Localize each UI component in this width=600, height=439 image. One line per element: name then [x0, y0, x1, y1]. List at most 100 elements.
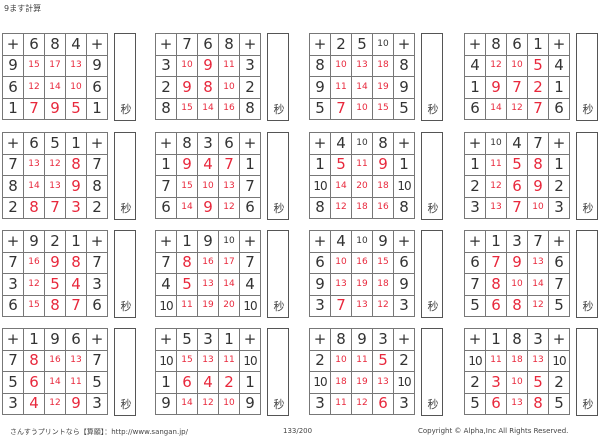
answer-cell: 13: [65, 54, 87, 77]
answer-cell: 14: [218, 273, 240, 296]
answer-cell: 15: [23, 54, 45, 77]
answer-cell: 10: [218, 76, 240, 99]
answer-cell: 8: [44, 294, 66, 317]
answer-cell: 11: [351, 349, 373, 372]
left-number: 5: [464, 392, 486, 415]
time-box: [114, 328, 136, 416]
answer-cell: 12: [44, 153, 66, 176]
answer-cell: 6: [485, 392, 507, 415]
operator-cell: +: [86, 328, 108, 351]
operator-cell: +: [464, 328, 486, 351]
answer-cell: 9: [65, 175, 87, 198]
answer-cell: 13: [197, 273, 219, 296]
left-number: 2: [464, 175, 486, 198]
right-number: 2: [239, 76, 261, 99]
time-box: [267, 132, 289, 220]
time-box: [421, 230, 443, 318]
top-number: 2: [44, 230, 66, 253]
time-box: [576, 33, 598, 121]
right-number: 10: [239, 349, 261, 372]
answer-cell: 13: [372, 371, 394, 394]
top-number: 10: [351, 132, 373, 155]
answer-cell: 9: [176, 76, 198, 99]
answer-cell: 12: [372, 294, 394, 317]
answer-cell: 18: [372, 175, 394, 198]
answer-cell: 9: [44, 97, 66, 120]
top-number: 7: [176, 33, 198, 56]
answer-cell: 4: [197, 153, 219, 176]
right-number: 10: [393, 175, 415, 198]
answer-cell: 11: [65, 371, 87, 394]
answer-cell: 5: [44, 273, 66, 296]
operator-cell: +: [155, 230, 177, 253]
left-number: 7: [464, 273, 486, 296]
answer-cell: 5: [176, 273, 198, 296]
operator-cell: +: [2, 230, 24, 253]
answer-cell: 18: [330, 371, 352, 394]
answer-cell: 7: [506, 76, 528, 99]
top-number: 8: [44, 33, 66, 56]
answer-cell: 14: [330, 175, 352, 198]
operator-cell: +: [464, 230, 486, 253]
operator-cell: +: [86, 132, 108, 155]
top-number: 10: [485, 132, 507, 155]
right-number: 8: [86, 175, 108, 198]
operator-cell: +: [239, 33, 261, 56]
answer-cell: 15: [176, 349, 198, 372]
answer-cell: 4: [65, 273, 87, 296]
footer-page-number: 133/200: [283, 427, 313, 435]
answer-cell: 13: [44, 175, 66, 198]
right-number: 1: [548, 153, 570, 176]
right-number: 7: [86, 153, 108, 176]
left-number: 3: [309, 392, 331, 415]
answer-cell: 8: [23, 196, 45, 219]
answer-cell: 6: [176, 371, 198, 394]
operator-cell: +: [2, 132, 24, 155]
answer-cell: 2: [218, 371, 240, 394]
seconds-label: 秒: [427, 103, 439, 116]
operator-cell: +: [2, 328, 24, 351]
left-number: 4: [155, 273, 177, 296]
right-number: 7: [239, 251, 261, 274]
answer-cell: 14: [197, 97, 219, 120]
answer-cell: 16: [197, 251, 219, 274]
right-number: 2: [393, 349, 415, 372]
left-number: 8: [155, 97, 177, 120]
time-box: [114, 132, 136, 220]
answer-cell: 5: [527, 371, 549, 394]
operator-cell: +: [393, 328, 415, 351]
top-number: 3: [197, 132, 219, 155]
answer-cell: 15: [176, 97, 198, 120]
left-number: 10: [309, 371, 331, 394]
operator-cell: +: [155, 33, 177, 56]
answer-cell: 3: [65, 196, 87, 219]
answer-cell: 11: [485, 153, 507, 176]
right-number: 7: [86, 251, 108, 274]
answer-cell: 20: [218, 294, 240, 317]
answer-cell: 8: [65, 153, 87, 176]
answer-cell: 4: [197, 371, 219, 394]
right-number: 6: [86, 76, 108, 99]
left-number: 1: [309, 153, 331, 176]
top-number: 3: [197, 328, 219, 351]
answer-cell: 9: [65, 392, 87, 415]
